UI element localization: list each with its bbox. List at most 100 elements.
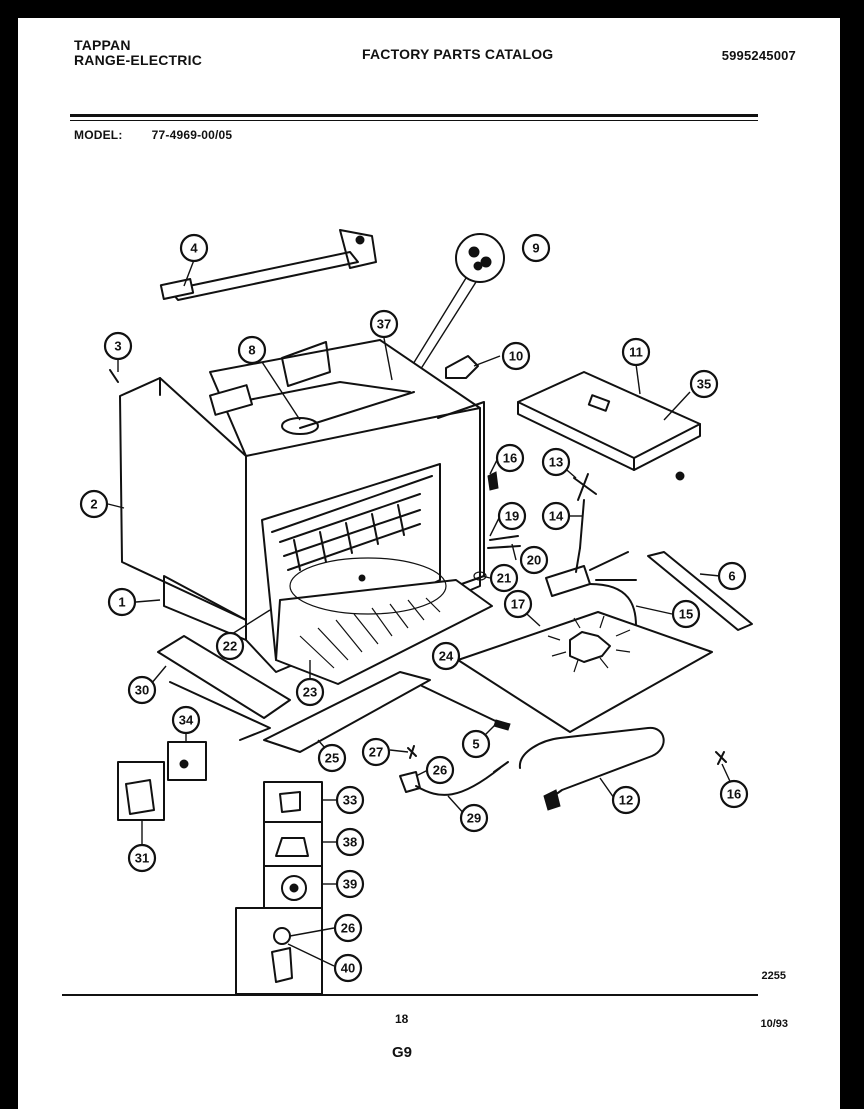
callout-8: 8: [237, 335, 267, 365]
callout-27: 27: [361, 737, 391, 767]
callout-33-label: 33: [343, 793, 357, 808]
revision-date: 10/93: [760, 1018, 788, 1030]
callout-13: 13: [541, 447, 571, 477]
callout-34: 34: [171, 705, 201, 735]
model-number: 77-4969-00/05: [151, 128, 233, 142]
callout-34-label: 34: [179, 713, 194, 728]
callout-15: 15: [671, 599, 701, 629]
page-number: 18: [395, 1012, 409, 1026]
part-6-element: [647, 551, 753, 631]
callout-40: 40: [333, 953, 363, 983]
oven-bottom-pan: [275, 557, 493, 685]
callout-37-label: 37: [377, 317, 391, 332]
small-hardware: [109, 369, 727, 765]
callout-3-label: 3: [114, 339, 121, 354]
catalog-part-number: 5995245007: [721, 48, 796, 63]
callout-35-label: 35: [697, 377, 711, 392]
callout-1-label: 1: [118, 595, 125, 610]
callout-9: 9: [521, 233, 551, 263]
callout-23: 23: [295, 677, 325, 707]
header-rule-thin: [70, 120, 758, 121]
model-line: MODEL: 77-4969-00/05: [74, 128, 232, 142]
header-rule: [70, 114, 758, 117]
callout-13-label: 13: [549, 455, 563, 470]
callout-22-label: 22: [223, 639, 237, 654]
callout-12: 12: [611, 785, 641, 815]
callout-29: 29: [459, 803, 489, 833]
catalog-title: FACTORY PARTS CATALOG: [362, 46, 554, 62]
callout-3: 3: [103, 331, 133, 361]
callout-30: 30: [127, 675, 157, 705]
part-30-kick-panel: [157, 635, 291, 741]
callout-15-label: 15: [679, 607, 693, 622]
callout-6: 6: [717, 561, 747, 591]
part-31-box: [117, 761, 165, 821]
brand-block: TAPPAN RANGE-ELECTRIC: [74, 38, 202, 68]
callout-26-upper-label: 26: [433, 763, 447, 778]
callout-17: 17: [503, 589, 533, 619]
callout-25: 25: [317, 743, 347, 773]
callout-31-label: 31: [135, 851, 149, 866]
part-9-detail-circle: [401, 233, 505, 387]
callout-26-upper: 26: [425, 755, 455, 785]
callout-24: 24: [431, 641, 461, 671]
callout-22: 22: [215, 631, 245, 661]
callout-25-label: 25: [325, 751, 339, 766]
part-13-14-motor: [545, 473, 637, 597]
callout-35: 35: [689, 369, 719, 399]
callout-31: 31: [127, 843, 157, 873]
callout-26-lower: 26: [333, 913, 363, 943]
callout-16-lower-label: 16: [727, 787, 741, 802]
callout-38: 38: [335, 827, 365, 857]
callout-37: 37: [369, 309, 399, 339]
callout-40-label: 40: [341, 961, 355, 976]
callout-4-label: 4: [190, 241, 198, 256]
callout-30-label: 30: [135, 683, 149, 698]
callout-4: 4: [179, 233, 209, 263]
part-10-bracket: [445, 355, 479, 379]
callout-11: 11: [621, 337, 651, 367]
callout-39: 39: [335, 869, 365, 899]
product-type: RANGE-ELECTRIC: [74, 52, 203, 68]
callout-19-label: 19: [505, 509, 519, 524]
drawing-code: 2255: [761, 970, 786, 982]
footer-rule: [62, 994, 758, 996]
section-code: G9: [392, 1044, 413, 1061]
callout-12-label: 12: [619, 793, 633, 808]
callout-33: 33: [335, 785, 365, 815]
callout-8-label: 8: [248, 343, 255, 358]
brand-name: TAPPAN: [74, 37, 131, 53]
callout-leaders: [107, 259, 735, 967]
callout-10-label: 10: [509, 349, 523, 364]
part-5-sensor: [421, 685, 511, 731]
callout-16-lower: 16: [719, 779, 749, 809]
part-27-29-probe: [399, 745, 509, 796]
callout-21: 21: [489, 563, 519, 593]
callout-5-label: 5: [472, 737, 479, 752]
callout-19: 19: [497, 501, 527, 531]
callout-20: 20: [519, 545, 549, 575]
callout-1: 1: [107, 587, 137, 617]
callout-14: 14: [541, 501, 571, 531]
callout-26-lower-label: 26: [341, 921, 355, 936]
callout-24-label: 24: [439, 649, 454, 664]
callout-6-label: 6: [728, 569, 735, 584]
callout-5: 5: [461, 729, 491, 759]
callout-9-label: 9: [532, 241, 539, 256]
part-25-base: [263, 671, 431, 753]
callout-16-upper-label: 16: [503, 451, 517, 466]
callout-10: 10: [501, 341, 531, 371]
callout-29-label: 29: [467, 811, 481, 826]
callout-14-label: 14: [549, 509, 564, 524]
callout-38-label: 38: [343, 835, 357, 850]
model-label: MODEL:: [74, 128, 123, 142]
callout-11-label: 11: [629, 345, 643, 360]
part-17-insulation: [457, 611, 713, 733]
callout-2-label: 2: [90, 497, 97, 512]
callout-23-label: 23: [303, 685, 317, 700]
part-34-box: [167, 741, 207, 781]
callout-20-label: 20: [527, 553, 541, 568]
callout-16-upper: 16: [495, 443, 525, 473]
